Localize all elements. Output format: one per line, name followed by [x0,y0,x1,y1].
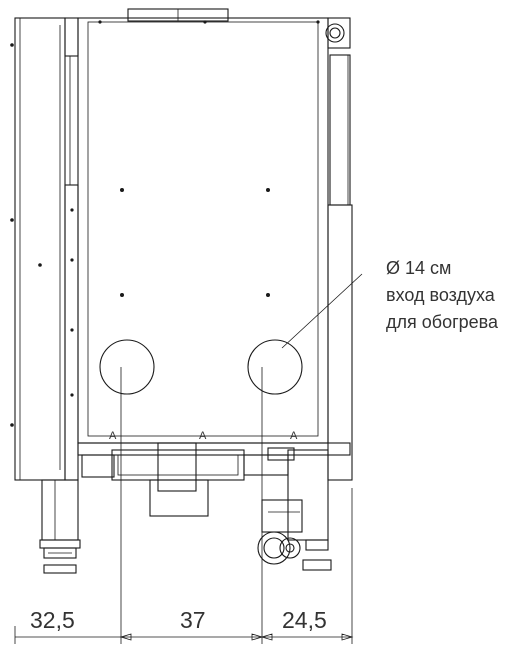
feet-mark-3: A [290,430,298,442]
base-frame [77,442,351,517]
annotation: Ø 14 см вход воздуха для обогрева [386,258,499,332]
annotation-leader-line [281,273,363,349]
air-intake-left [99,339,155,395]
dimension-right: 24,5 [282,607,327,633]
top-collar [127,8,229,22]
dimension-center: 37 [180,607,206,633]
right-side-panel [325,17,353,481]
dimension-left: 32,5 [30,607,75,633]
left-side-panel [10,17,79,481]
annotation-line-3: для обогрева [386,312,499,332]
annotation-line-2: вход воздуха [386,285,496,305]
annotation-line-1: Ø 14 см [386,258,451,278]
right-leg [257,449,332,571]
dimension-lines [14,367,354,644]
feet-mark-1: A [109,430,117,442]
feet-mark-2: A [199,430,207,442]
feet-markers: A A A [109,430,298,442]
air-intake-right [247,339,303,395]
left-leg [39,479,81,574]
